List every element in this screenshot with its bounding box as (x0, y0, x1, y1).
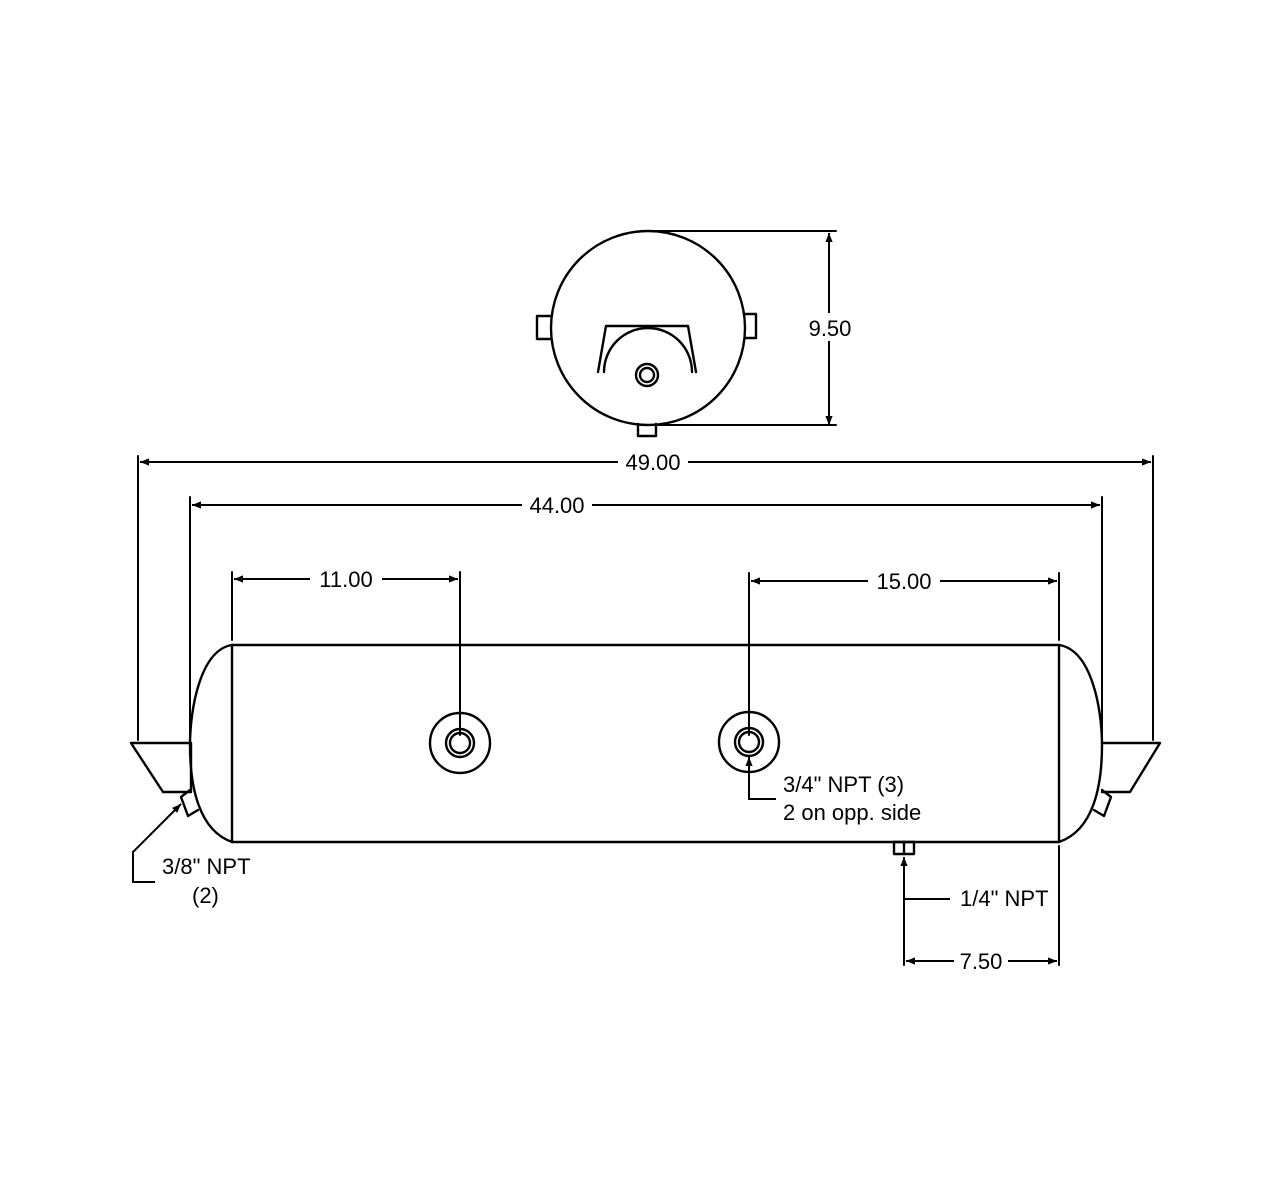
side-port-callout-line2: 2 on opp. side (783, 800, 921, 825)
right-port-label-bg (868, 568, 940, 594)
drain-leader (900, 857, 950, 900)
end-view-port-outer (634, 362, 660, 388)
right-port-dimension-label: 15.00 (876, 569, 931, 594)
right-end-fitting (1092, 788, 1113, 818)
end-view-head-arc (602, 326, 694, 374)
drain-label-bg (954, 948, 1008, 974)
end-port-callout-line2: (2) (192, 883, 219, 908)
right-mount-bracket (1100, 741, 1162, 794)
left-head (188, 643, 234, 844)
left-end-fitting (179, 788, 200, 818)
shell-label-bg (522, 492, 592, 518)
shell-length-label: 44.00 (529, 493, 584, 518)
left-port-dimension-label: 11.00 (319, 567, 372, 592)
end-view: 9.50 (535, 229, 857, 438)
height-dimension-label: 9.50 (809, 316, 852, 341)
left-port-label-bg (310, 566, 382, 592)
side-port-leader (745, 757, 776, 800)
end-view-bottom-fitting (636, 422, 658, 438)
dimensions: 49.00 44.00 11.00 15.00 7.50 (137, 449, 1154, 974)
callouts: 3/4" NPT (3) 2 on opp. side 3/8" NPT (2)… (132, 757, 1049, 911)
drain-dimension-label: 7.50 (960, 949, 1003, 974)
end-port-callout-line1: 3/8" NPT (162, 854, 251, 879)
right-head (1057, 643, 1104, 844)
overall-label-bg (618, 449, 688, 475)
side-view (129, 643, 1162, 856)
end-port-leader (132, 803, 182, 883)
end-view-bracket (596, 324, 698, 374)
left-mount-bracket (129, 741, 193, 794)
end-view-right-lug (743, 312, 758, 340)
end-view-left-lug (535, 314, 552, 341)
height-label-bg (803, 313, 857, 341)
end-view-port-inner (638, 366, 656, 384)
side-port-callout-line1: 3/4" NPT (3) (783, 772, 904, 797)
drain-callout-label: 1/4" NPT (960, 886, 1049, 911)
overall-length-label: 49.00 (625, 450, 680, 475)
